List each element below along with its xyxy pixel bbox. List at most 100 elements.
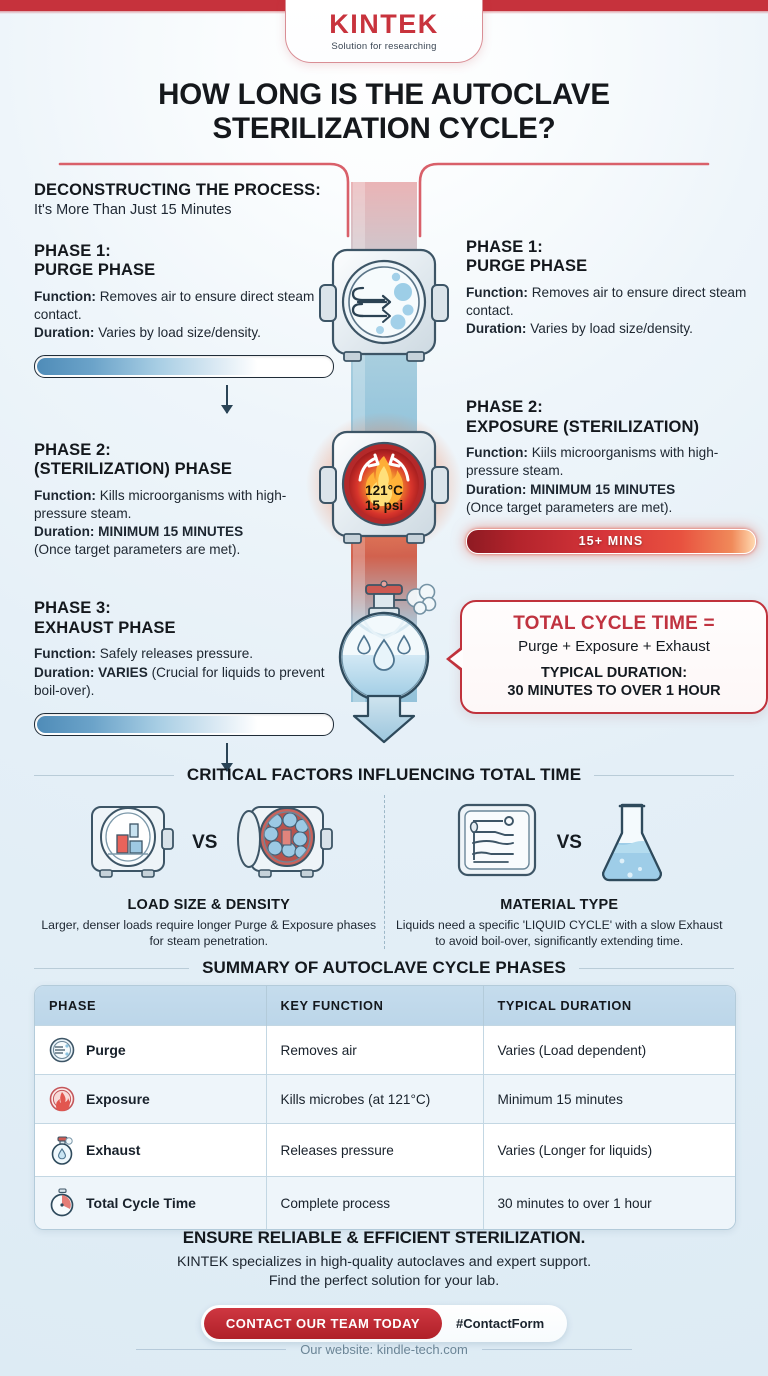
function-label: Function: [34,487,96,503]
total-cycle-typical: TYPICAL DURATION: 30 MINUTES TO OVER 1 H… [472,664,756,700]
cta-group: CONTACT OUR TEAM TODAY #ContactForm [200,1305,568,1343]
function-text: Kiils microorganisms with high-pressure … [466,445,719,479]
duration-note: (Once target parameters are met). [466,499,673,515]
cell-function: Releases pressure [266,1123,484,1177]
left-phase-1: PHASE 1: PURGE PHASE Function: Removes a… [34,241,334,414]
left-phase-2-title: PHASE 2: (STERILIZATION) PHASE [34,440,232,479]
left-column: DECONSTRUCTING THE PROCESS: It's More Th… [34,180,334,772]
contact-team-button[interactable]: CONTACT OUR TEAM TODAY [203,1308,443,1340]
table-row: Exposure Kills microbes (at 121°C) Minim… [35,1074,735,1124]
column-header-duration: TYPICAL DURATION [483,986,735,1026]
exhaust-flask-graphic [338,580,437,744]
left-phase-3: PHASE 3: EXHAUST PHASE Function: Safely … [34,599,334,772]
autoclave-light-load-icon [91,806,174,878]
cell-phase: Purge [35,1025,267,1075]
factor-material-type: VS MATERIAL TYPE Liquids need a [383,795,735,950]
svg-text:121°C: 121°C [365,483,403,498]
liquid-flask-icon [602,803,662,882]
left-phase-1-progress-wrap [34,354,334,414]
instrument-tray-icon [457,803,536,877]
exposure-duration-badge: 15+ MINS [466,528,756,554]
divider-line-left [34,967,190,969]
function-label: Function: [34,646,96,662]
duration-text: Varies by load size/density. [94,324,261,340]
column-header-function: KEY FUNCTION [266,986,484,1026]
cell-phase: Total Cycle Time [35,1176,267,1229]
duration-text: Varies by load size/density. [526,321,693,337]
function-text: Removes air to ensure direct steam conta… [34,288,315,322]
phase-name: Purge [86,1042,126,1058]
flow-down-arrow [221,384,233,414]
table-row: Exhaust Releases pressure Varies (Longer… [35,1123,735,1177]
factor-material-title: MATERIAL TYPE [500,897,619,913]
factor-load-title: LOAD SIZE & DENSITY [127,897,290,913]
cell-phase: Exposure [35,1074,267,1124]
flask-drop-icon [51,1136,73,1165]
purge-autoclave-graphic [319,248,449,362]
website-url[interactable]: Our website: kindle-tech.com [300,1342,468,1357]
progress-fill [37,357,258,375]
summary-table: PHASE KEY FUNCTION TYPICAL DURATION [34,985,736,1230]
left-phase-1-title: PHASE 1: PURGE PHASE [34,241,156,280]
cell-phase: Exhaust [35,1123,267,1177]
left-phase-3-title: PHASE 3: EXHAUST PHASE [34,599,176,637]
intro-subheading: It's More Than Just 15 Minutes [34,201,232,218]
flow-down-arrow [221,742,233,772]
cell-duration: Minimum 15 minutes [483,1074,735,1124]
phase-name: Total Cycle Time [86,1195,196,1211]
factor-material-text: Liquids need a specific 'LIQUID CYCLE' w… [396,918,723,949]
function-label: Function: [466,284,528,300]
right-phase-2-body: Function: Kiils microorganisms with high… [466,444,756,517]
right-phase-2-title: PHASE 2: EXPOSURE (STERILIZATION) [466,398,700,436]
right-phase-1-title: PHASE 1: PURGE PHASE [466,238,588,276]
cell-duration: Varies (Longer for liquids) [483,1123,735,1177]
intro-heading: DECONSTRUCTING THE PROCESS: [34,181,321,199]
autoclave-dense-load-icon [237,806,334,878]
factor-load-size: VS [34,795,384,949]
website-footer: Our website: kindle-tech.com [0,1342,768,1357]
total-cycle-headline: TOTAL CYCLE TIME = [513,613,715,634]
duration-label: Duration: MINIMUM 15 MINUTES [466,481,676,497]
flame-icon [49,1086,75,1112]
duration-label: Duration: [34,324,95,340]
factor-load-icons: VS [40,795,378,891]
total-cycle-time-box: TOTAL CYCLE TIME = Purge + Exposure + Ex… [446,600,768,715]
table-row: Total Cycle Time Complete process 30 min… [35,1176,735,1229]
purge-progress-bar [34,354,334,378]
vs-label-material: VS [556,832,582,853]
typical-duration-label: TYPICAL DURATION: [540,665,688,681]
progress-fill [37,715,258,733]
right-phase-1: PHASE 1: PURGE PHASE Function: Removes a… [466,238,756,338]
left-phase-1-body: Function: Removes air to ensure direct s… [34,288,334,342]
summary-title: SUMMARY OF AUTOCLAVE CYCLE PHASES [202,958,566,977]
function-label: Function: [34,288,96,304]
divider-line-right [594,774,734,776]
total-cycle-formula: Purge + Exposure + Exhaust [518,638,710,655]
svg-text:15 psi: 15 psi [365,498,403,513]
contact-form-tag[interactable]: #ContactForm [456,1316,545,1332]
function-text: Kills microorganisms with high-pressure … [34,487,287,522]
function-text: Safely releases pressure. [95,646,254,662]
duration-note: (Once target parameters are met). [34,542,241,558]
gauge-icon [49,1037,75,1063]
page-title-line1: HOW LONG IS THE AUTOCLAVE [158,78,610,111]
table-header-row: PHASE KEY FUNCTION TYPICAL DURATION [35,986,735,1026]
right-phase-2: PHASE 2: EXPOSURE (STERILIZATION) Functi… [466,398,756,554]
critical-factors-row: VS [34,795,735,950]
cell-function: Kills microbes (at 121°C) [266,1074,484,1124]
left-phase-3-body: Function: Safely releases pressure. Dura… [34,645,334,699]
divider-line-left [136,1349,287,1350]
summary-heading: SUMMARY OF AUTOCLAVE CYCLE PHASES [34,958,735,978]
brand-tagline: Solution for researching [331,40,437,52]
duration-text: (Crucial for liquids to prevent boil-ove… [34,664,325,698]
typical-duration-value: 30 MINUTES TO OVER 1 HOUR [507,683,721,700]
intro-block: DECONSTRUCTING THE PROCESS: It's More Th… [34,180,334,218]
factor-load-text: Larger, denser loads require longer Purg… [41,918,377,949]
footer-subtext: KINTEK specializes in high-quality autoc… [0,1253,768,1291]
exhaust-progress-bar [34,712,334,736]
critical-factors-title: CRITICAL FACTORS INFLUENCING TOTAL TIME [186,765,582,784]
stopwatch-icon [50,1188,74,1217]
left-phase-2: PHASE 2: (STERILIZATION) PHASE Function:… [34,441,334,560]
footer-headline: ENSURE RELIABLE & EFFICIENT STERILIZATIO… [182,1228,586,1247]
